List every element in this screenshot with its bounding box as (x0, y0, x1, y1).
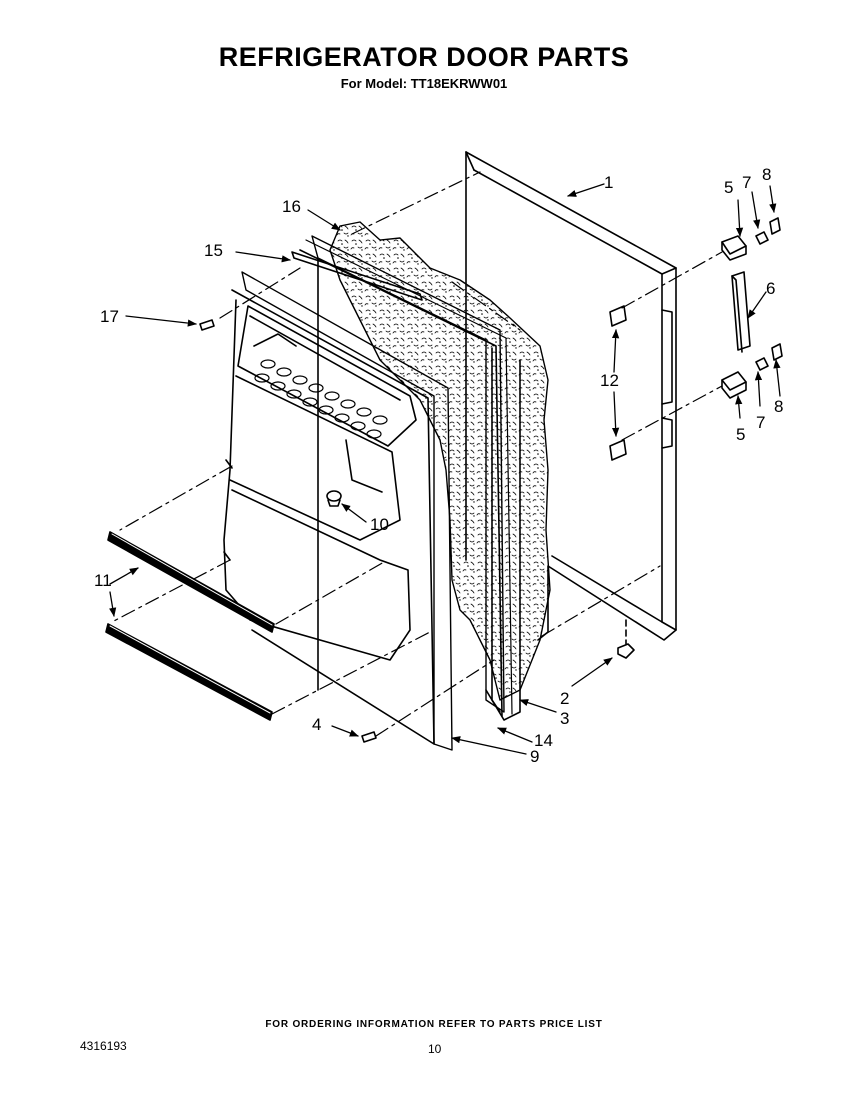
callout-16: 16 (282, 197, 301, 216)
callout-2: 2 (560, 689, 569, 708)
ordering-note: FOR ORDERING INFORMATION REFER TO PARTS … (265, 1019, 603, 1030)
foam-insulation (329, 221, 551, 701)
liner-plug (326, 490, 342, 507)
callout-17: 17 (100, 307, 119, 326)
hinge-sockets (609, 305, 627, 461)
callout-12: 12 (600, 371, 619, 390)
callout-5-top: 5 (724, 178, 733, 197)
door-stop (617, 619, 635, 659)
page-number: 10 (428, 1042, 442, 1056)
breaker-strip-top (291, 251, 423, 301)
alignment-lines (111, 171, 723, 737)
callout-1: 1 (604, 173, 613, 192)
callout-6: 6 (766, 279, 775, 298)
callout-5-bottom: 5 (736, 425, 745, 444)
leader-lines (109, 183, 781, 755)
door-liner (223, 271, 453, 751)
callout-9: 9 (530, 747, 539, 766)
callout-11: 11 (94, 571, 112, 590)
callout-4: 4 (312, 715, 321, 734)
callout-7-top: 7 (742, 173, 751, 192)
page-title: REFRIGERATOR DOOR PARTS (218, 42, 630, 72)
callout-8-top: 8 (762, 165, 771, 184)
hinge-hardware (721, 217, 783, 399)
egg-tray (254, 359, 388, 439)
liner-shelves (223, 305, 417, 661)
callout-14: 14 (534, 731, 553, 750)
model-subtitle: For Model: TT18EKRWW01 (340, 76, 508, 91)
callout-7-bottom: 7 (756, 413, 765, 432)
callout-10: 10 (370, 515, 389, 534)
document-number: 4316193 (80, 1039, 127, 1053)
callout-3: 3 (560, 709, 569, 728)
callout-numbers: 1 2 3 4 5 5 6 7 7 8 8 9 10 11 12 14 15 1… (94, 165, 783, 766)
screws (199, 319, 377, 743)
callout-8-bottom: 8 (774, 397, 783, 416)
door-shelf-bars (105, 531, 275, 721)
callout-15: 15 (204, 241, 223, 260)
